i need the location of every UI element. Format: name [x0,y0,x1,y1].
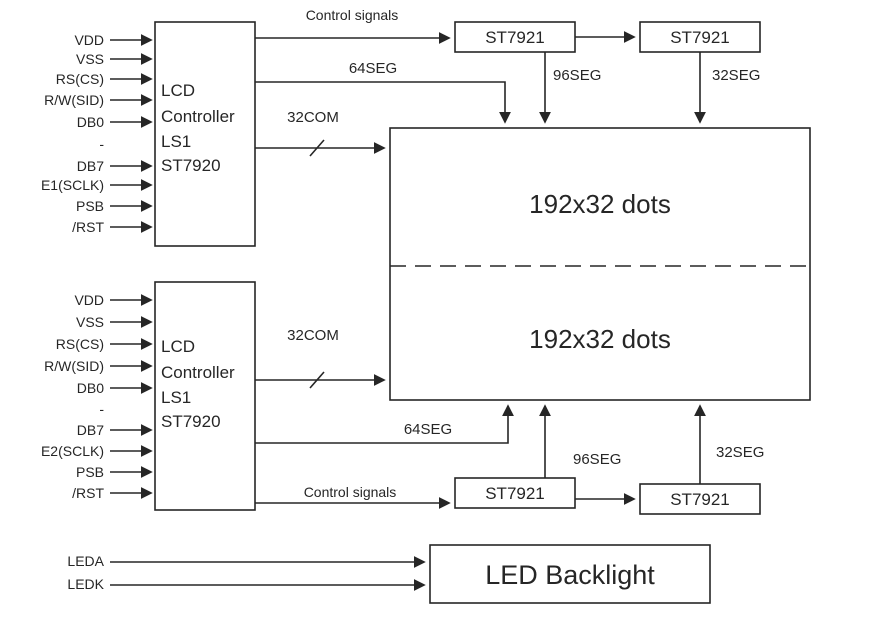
pin-label: - [99,401,104,417]
st7921-top-1-box [454,21,576,53]
seg64-bottom-arrow [255,404,514,444]
pin-label: - [99,136,104,152]
controller2-line4: ST7920 [161,412,221,431]
st7921-top-2-box [639,21,761,53]
st7921-top-1-label: ST7921 [485,28,545,47]
st7921-top-2-label: ST7921 [670,28,730,47]
pin-label: DB0 [77,114,104,130]
lcd-controller-1-box [154,21,256,247]
st7921-bottom-1-label: ST7921 [485,484,545,503]
led-backlight-label: LED Backlight [485,560,655,590]
pin-label: PSB [76,198,104,214]
controller1-line4: ST7920 [161,156,221,175]
seg32-bottom-label: 32SEG [716,444,764,461]
seg64-bottom-label: 64SEG [404,421,452,438]
pin-label: PSB [76,464,104,480]
pin-label: LEDA [67,553,104,569]
control-signals-bottom-label: Control signals [304,484,397,500]
bus-slash-bottom [309,371,325,389]
pin-label: DB7 [77,158,104,174]
seg32-top-label: 32SEG [712,67,760,84]
display-upper-label: 192x32 dots [529,189,671,219]
backlight-pins: LEDA LEDK [67,553,426,592]
seg64-top-arrow [255,81,511,124]
seg96-bottom-label: 96SEG [573,451,621,468]
pin-label: /RST [72,485,104,501]
pin-label: R/W(SID) [44,358,104,374]
st7921-bottom-1-box [454,477,576,509]
controller2-line1: LCD [161,337,195,356]
st7921-bottom-2-label: ST7921 [670,490,730,509]
controller1-line3: LS1 [161,132,191,151]
com32-bottom-label: 32COM [287,327,339,344]
pin-label: E1(SCLK) [41,177,104,193]
bus-slash-top [309,139,325,157]
pin-label: /RST [72,219,104,235]
com32-top-label: 32COM [287,109,339,126]
pin-label: R/W(SID) [44,92,104,108]
pin-label: VDD [74,32,104,48]
controller1-pins: VDD VSS RS(CS) R/W(SID) DB0 - DB7 E1(SCL… [41,32,153,235]
controller1-line2: Controller [161,107,235,126]
pin-label: VSS [76,314,104,330]
controller1-line1: LCD [161,81,195,100]
seg96-top-label: 96SEG [553,67,601,84]
pin-label: LEDK [67,576,104,592]
pin-label: RS(CS) [56,71,104,87]
pin-label: RS(CS) [56,336,104,352]
led-backlight-box [429,544,711,604]
pin-label: DB0 [77,380,104,396]
controller2-line2: Controller [161,363,235,382]
pin-label: VDD [74,292,104,308]
pin-label: DB7 [77,422,104,438]
st7921-bottom-2-box [639,483,761,515]
pin-label: VSS [76,51,104,67]
lcd-controller-2-label: LCD Controller LS1 ST7920 [161,337,235,431]
controller2-pins: VDD VSS RS(CS) R/W(SID) DB0 - DB7 E2(SCL… [41,292,153,501]
display-panel-box [389,127,811,401]
display-lower-label: 192x32 dots [529,324,671,354]
lcd-controller-1-label: LCD Controller LS1 ST7920 [161,81,235,175]
lcd-controller-2-box [154,281,256,511]
control-signals-top-label: Control signals [306,7,399,23]
pin-label: E2(SCLK) [41,443,104,459]
controller2-line3: LS1 [161,388,191,407]
seg64-top-label: 64SEG [349,60,397,77]
